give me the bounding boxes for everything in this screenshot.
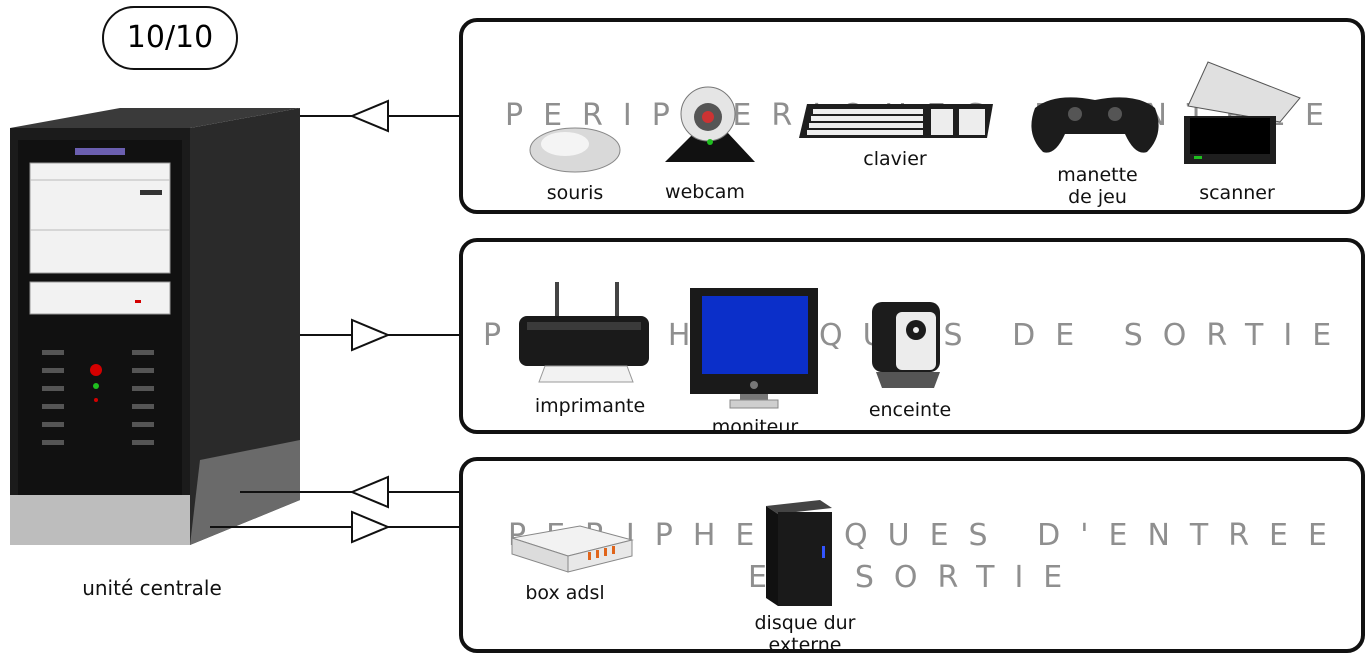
adsl-box-image xyxy=(511,525,634,573)
external-drive-image xyxy=(766,500,832,606)
device-label-webcam: webcam xyxy=(665,181,745,203)
central-unit-label: unité centrale xyxy=(82,576,222,600)
printer-image xyxy=(519,282,649,383)
scanner-image xyxy=(1184,61,1301,164)
gamepad-image xyxy=(1031,97,1159,153)
device-label-disque: disque dur externe xyxy=(754,612,856,652)
device-label-box: box adsl xyxy=(525,582,605,604)
device-label-moniteur: moniteur xyxy=(711,416,799,438)
device-label-imprimante: imprimante xyxy=(534,395,646,417)
device-label-manette: manette de jeu xyxy=(1057,164,1138,208)
keyboard-image xyxy=(799,104,993,138)
device-label-enceinte: enceinte xyxy=(868,399,952,421)
speaker-image xyxy=(872,302,940,388)
score-badge: 10/10 xyxy=(102,6,238,70)
connector-arrows xyxy=(210,99,459,544)
webcam-image xyxy=(665,86,755,162)
monitor-image xyxy=(690,288,818,409)
device-label-scanner: scanner xyxy=(1199,182,1275,204)
device-label-clavier: clavier xyxy=(863,148,927,170)
io-panel-watermark-line1: PERIPHERIQUES D'ENTREE xyxy=(508,518,1347,553)
pc-tower-image xyxy=(10,108,300,545)
device-label-souris: souris xyxy=(546,182,604,204)
mouse-image xyxy=(529,127,621,173)
